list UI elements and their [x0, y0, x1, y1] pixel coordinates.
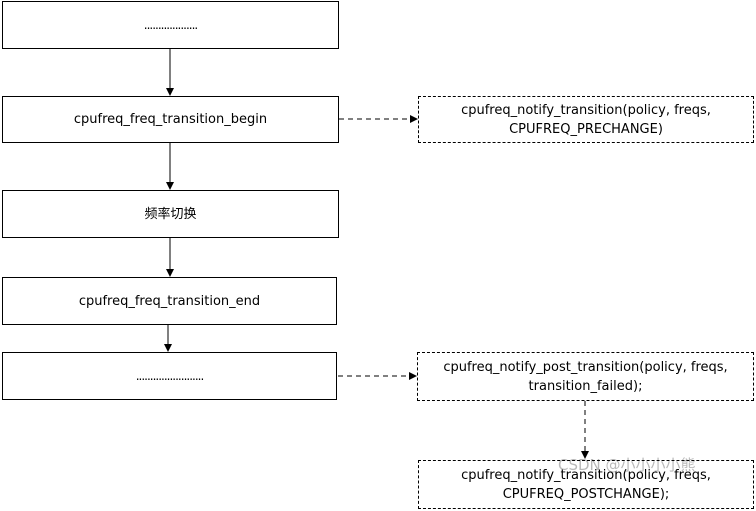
node-step-top-label: ...................: [143, 17, 198, 32]
node-step-top: ...................: [2, 1, 339, 49]
node-notify-post-transition-line2: transition_failed);: [528, 378, 643, 394]
node-transition-begin-label: cpufreq_freq_transition_begin: [73, 112, 268, 127]
node-frequency-switch-label: 频率切换: [144, 206, 197, 222]
node-step-bottom-label: ........................: [135, 368, 205, 383]
csdn-watermark: CSDN @小小小小熊: [558, 456, 696, 474]
node-notify-postchange-line1: cpufreq_notify_transition(policy, freqs,: [461, 467, 711, 483]
node-notify-post-transition-line1: cpufreq_notify_post_transition(policy, f…: [443, 359, 728, 375]
node-frequency-switch: 频率切换: [2, 190, 339, 238]
node-step-bottom: ........................: [2, 352, 337, 400]
node-notify-postchange-line2: CPUFREQ_POSTCHANGE);: [502, 486, 670, 502]
node-notify-post-transition: cpufreq_notify_post_transition(policy, f…: [417, 352, 754, 401]
node-transition-end-label: cpufreq_freq_transition_end: [78, 293, 261, 309]
node-transition-end: cpufreq_freq_transition_end: [2, 277, 337, 325]
node-notify-prechange-line2: CPUFREQ_PRECHANGE): [509, 121, 663, 137]
node-notify-prechange: cpufreq_notify_transition(policy, freqs,…: [418, 96, 754, 143]
node-transition-begin: cpufreq_freq_transition_begin: [2, 96, 339, 143]
node-notify-postchange: cpufreq_notify_transition(policy, freqs,…: [418, 460, 754, 509]
node-notify-prechange-line1: cpufreq_notify_transition(policy, freqs,: [461, 102, 711, 118]
